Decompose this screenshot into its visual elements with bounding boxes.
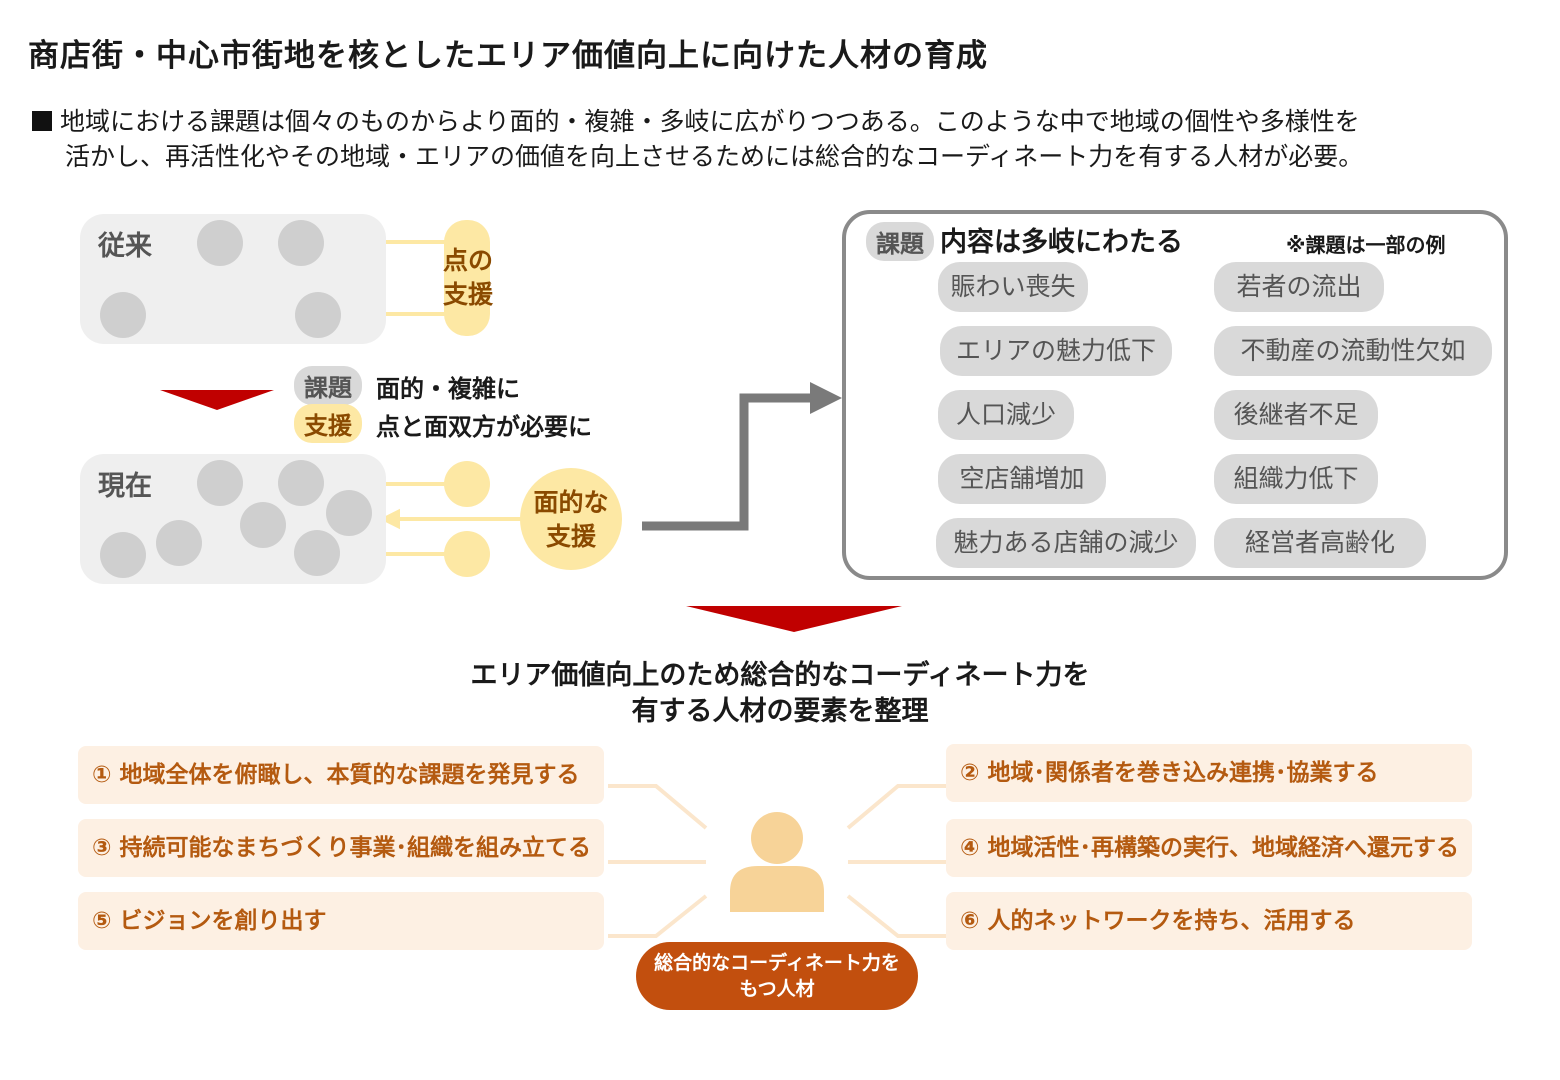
past-label: 従来	[98, 231, 152, 262]
support-point	[444, 461, 490, 507]
present-dot	[294, 530, 340, 576]
issues-tag: 課題	[866, 222, 934, 261]
issue-item: 空店舗増加	[938, 454, 1106, 504]
issue-item: 人口減少	[938, 390, 1074, 440]
center-heading: エリア価値向上のため総合的なコーディネート力を 有する人材の要素を整理	[470, 660, 1090, 727]
issue-item: 不動産の流動性欠如	[1214, 326, 1492, 376]
bullet-square-icon	[32, 111, 52, 131]
issues-note: ※課題は一部の例	[1286, 233, 1446, 257]
present-dot	[278, 460, 324, 506]
support-point	[444, 531, 490, 577]
element-6: ⑥ 人的ネットワークを持ち、活用する	[946, 892, 1472, 950]
past-support-label: 点の支援	[442, 246, 493, 309]
past-dot	[100, 292, 146, 338]
issue-item: エリアの魅力低下	[940, 326, 1172, 376]
area-support-circle	[520, 468, 622, 570]
page-title: 商店街・中心市街地を核としたエリア価値向上に向けた人材の育成	[28, 38, 988, 74]
issue-item: 賑わい喪失	[938, 262, 1088, 312]
element-connectors	[608, 784, 946, 938]
intro-line-1: 地域における課題は個々のものからより面的・複雑・多岐に広がりつつある。このような…	[60, 107, 1360, 136]
present-dot	[197, 460, 243, 506]
intro-text: 地域における課題は個々のものからより面的・複雑・多岐に広がりつつある。このような…	[32, 104, 1363, 174]
past-dot	[295, 292, 341, 338]
present-label: 現在	[98, 471, 152, 502]
past-support-pill	[444, 220, 490, 336]
element-5: ⑤ ビジョンを創り出す	[78, 892, 604, 950]
right-arrow	[810, 382, 842, 414]
down-arrow-1	[160, 390, 274, 410]
present-dot	[100, 532, 146, 578]
element-1: ① 地域全体を俯瞰し、本質的な課題を発見する	[78, 746, 604, 804]
issue-tag: 課題	[294, 366, 362, 405]
person-icon	[730, 812, 824, 912]
issue-item: 若者の流出	[1214, 262, 1384, 312]
issue-item: 魅力ある店舗の減少	[936, 518, 1196, 568]
issue-item: 後継者不足	[1214, 390, 1378, 440]
coordinator-badge: 総合的なコーディネート力を もつ人材	[636, 942, 918, 1010]
intro-line-2: 活かし、再活性化やその地域・エリアの価値を向上させるためには総合的なコーディネー…	[65, 142, 1364, 171]
present-dot	[156, 520, 202, 566]
present-support-label: 面的な支援	[533, 488, 609, 551]
element-3: ③ 持続可能なまちづくり事業･組織を組み立てる	[78, 819, 604, 877]
element-2: ② 地域･関係者を巻き込み連携･協業する	[946, 744, 1472, 802]
present-dot	[326, 490, 372, 536]
present-dot	[240, 502, 286, 548]
past-dot	[197, 220, 243, 266]
support-change-text: 点と面双方が必要に	[376, 413, 592, 441]
issue-item: 組織力低下	[1214, 454, 1378, 504]
down-arrow-2	[686, 606, 902, 632]
issue-item: 経営者高齢化	[1214, 518, 1426, 568]
support-tag: 支援	[294, 404, 362, 443]
past-dot	[278, 220, 324, 266]
issue-change-text: 面的・複雑に	[376, 375, 520, 403]
element-4: ④ 地域活性･再構築の実行、地域経済へ還元する	[946, 819, 1472, 877]
issues-heading: 内容は多岐にわたる	[940, 227, 1183, 258]
